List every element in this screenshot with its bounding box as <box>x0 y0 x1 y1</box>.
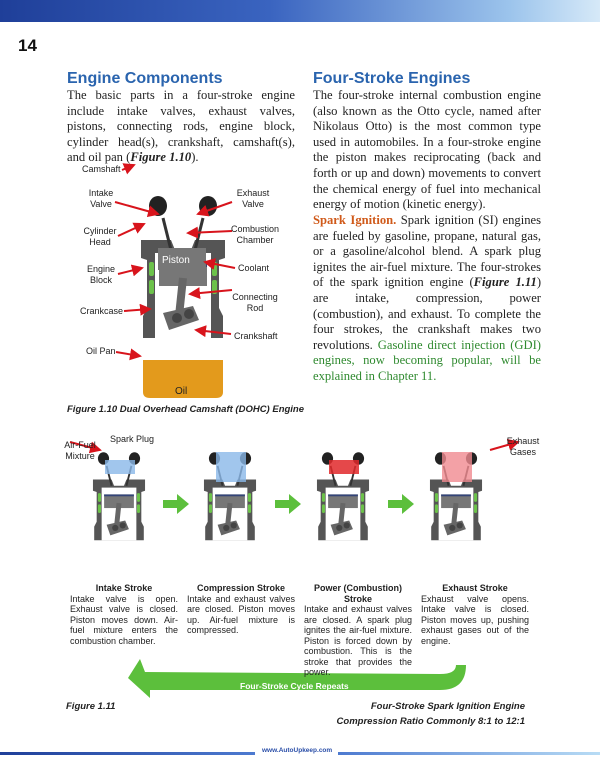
label-exhaust-gases: Exhaust Gases <box>506 436 540 457</box>
figure-1-10-arrows <box>114 163 236 361</box>
label-oil-pan: Oil Pan <box>86 346 116 356</box>
label-spark-plug: Spark Plug <box>110 434 155 444</box>
label-piston: Piston <box>162 255 190 266</box>
four-stroke-paragraph: The four-stroke internal combustion engi… <box>313 88 541 212</box>
stroke-title: Compression Stroke <box>196 583 286 593</box>
label-camshaft: Camshaft <box>82 164 121 174</box>
stroke-text: Intake and exhaust valves are closed. A … <box>304 604 412 677</box>
engine-components-paragraph: The basic parts in a four-stroke engine … <box>67 88 295 166</box>
cycle-repeat-arrow <box>128 659 466 698</box>
spark-ignition-paragraph: Spark Ignition. Spark ignition (SI) engi… <box>313 213 541 385</box>
figure-1-11-title: Four-Stroke Spark Ignition Engine <box>370 701 525 712</box>
cycle-repeats-label: Four-Stroke Cycle Repeats <box>240 681 349 691</box>
label-engine-block: Engine Block <box>86 264 116 285</box>
stroke-title: Exhaust Stroke <box>442 583 508 593</box>
paragraph-end: ). <box>191 150 199 165</box>
label-crankcase: Crankcase <box>80 306 124 316</box>
paragraph-text: The basic parts in a four-stroke engine … <box>67 88 295 165</box>
figure-ref: Figure 1.11 <box>473 275 537 290</box>
figure-ref: Figure 1.10 <box>130 150 192 165</box>
gdi-note: Gasoline direct injection (GDI) engines,… <box>313 337 541 383</box>
paragraph-text: Spark ignition (SI) engines are fueled b… <box>313 213 542 290</box>
footer-line-right <box>338 752 600 755</box>
stroke-engines <box>93 452 482 540</box>
stroke-title: Intake Stroke <box>95 583 153 593</box>
figure-1-11-subtitle: Compression Ratio Commonly 8:1 to 12:1 <box>336 716 525 727</box>
page-number: 14 <box>18 36 37 55</box>
label-oil: Oil <box>175 386 188 397</box>
stroke-text: Intake and exhaust valves are closed. Pi… <box>187 593 295 636</box>
footer-line-left <box>0 752 255 755</box>
stroke-text: Exhaust valve opens. Intake valve is clo… <box>421 593 529 646</box>
engine-components-heading: Engine Components <box>67 70 223 87</box>
figure-1-10-caption: Figure 1.10 Dual Overhead Camshaft (DOHC… <box>67 404 305 415</box>
stroke-title: Power (Combustion) Stroke <box>314 583 402 604</box>
label-cylinder-head: Cylinder Head <box>83 226 117 247</box>
label-exhaust-valve: Exhaust Valve <box>236 188 270 209</box>
flow-arrows <box>69 438 520 454</box>
label-combustion-chamber: Combustion Chamber <box>230 224 280 245</box>
stroke-text: Intake valve is open. Exhaust valve is c… <box>70 593 178 646</box>
green-arrows <box>163 494 414 514</box>
label-coolant: Coolant <box>238 263 270 273</box>
four-stroke-heading: Four-Stroke Engines <box>313 70 471 87</box>
footer-url[interactable]: www.AutoUpkeep.com <box>262 747 333 754</box>
paragraph-text: ) are intake, compression, power (combus… <box>313 275 542 352</box>
spark-ignition-subhead: Spark Ignition. <box>313 213 397 227</box>
figure-1-11-label: Figure 1.11 <box>66 701 116 712</box>
label-air-fuel: Air-Fuel Mixture <box>64 440 96 461</box>
top-banner <box>0 0 600 22</box>
label-connecting-rod: Connecting Rod <box>232 292 278 313</box>
label-intake-valve: Intake Valve <box>88 188 114 209</box>
label-crankshaft: Crankshaft <box>234 331 278 341</box>
dohc-engine-diagram <box>141 196 225 398</box>
